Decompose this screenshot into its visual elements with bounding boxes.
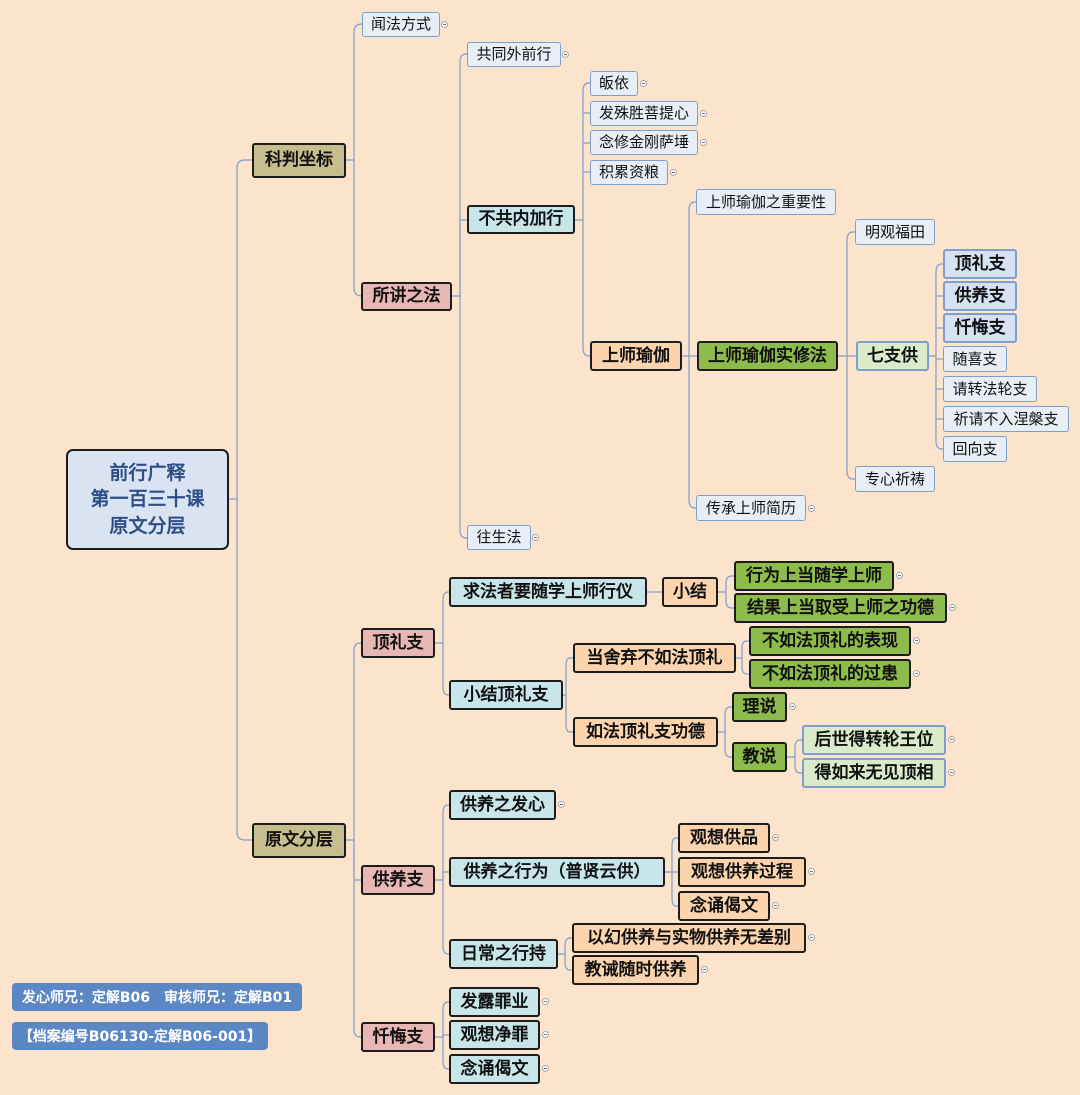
expand-icon[interactable]	[949, 604, 956, 611]
topic-rulai-dingxiang[interactable]: 得如来无见顶相	[802, 758, 946, 788]
expand-icon[interactable]	[542, 1065, 549, 1072]
central-topic[interactable]: 前行广释 第一百三十课 原文分层	[66, 449, 229, 550]
topic-lishuo[interactable]: 理说	[732, 692, 787, 722]
expand-icon[interactable]	[913, 670, 920, 677]
topic-suixi-zhi[interactable]: 随喜支	[943, 346, 1007, 372]
expand-icon[interactable]	[772, 834, 779, 841]
expand-icon[interactable]	[542, 1031, 549, 1038]
topic-dingli-zhi-a[interactable]: 顶礼支	[943, 249, 1017, 279]
central-topic-line1: 前行广释	[109, 461, 186, 484]
topic-jilei-ziliang[interactable]: 积累资粮	[590, 160, 668, 185]
topic-fa-shusheng-putixin[interactable]: 发殊胜菩提心	[590, 101, 698, 126]
expand-icon[interactable]	[948, 769, 955, 776]
central-topic-line2: 第一百三十课	[90, 488, 205, 511]
expand-icon[interactable]	[808, 934, 815, 941]
topic-nianxiu-jingang-saduo[interactable]: 念修金刚萨埵	[590, 130, 698, 155]
topic-gongyang-zhi-a[interactable]: 供养支	[943, 281, 1017, 311]
expand-icon[interactable]	[542, 998, 549, 1005]
topic-falu-zuiye[interactable]: 发露罪业	[449, 987, 540, 1017]
topic-qing-zhuan-falun-zhi[interactable]: 请转法轮支	[943, 376, 1037, 402]
topic-rufa-gongde[interactable]: 如法顶礼支功德	[573, 717, 718, 747]
expand-icon[interactable]	[532, 534, 539, 541]
topic-kepan-zuobiao[interactable]: 科判坐标	[252, 143, 346, 178]
expand-icon[interactable]	[701, 966, 708, 973]
expand-icon[interactable]	[789, 703, 796, 710]
topic-guanxiang-gongyang-guocheng[interactable]: 观想供养过程	[678, 857, 806, 887]
expand-icon[interactable]	[640, 80, 647, 87]
expand-icon[interactable]	[808, 868, 815, 875]
expand-icon[interactable]	[772, 902, 779, 909]
expand-icon[interactable]	[700, 110, 707, 117]
topic-chuancheng-shangshi-jianli[interactable]: 传承上师简历	[696, 495, 806, 521]
expand-icon[interactable]	[670, 169, 677, 176]
topic-richang-xingchi[interactable]: 日常之行持	[449, 939, 558, 969]
topic-wangsheng-fa[interactable]: 往生法	[467, 525, 531, 550]
expand-icon[interactable]	[441, 21, 448, 28]
topic-jiaojie-suishi-gongyang[interactable]: 教诫随时供养	[572, 955, 699, 985]
topic-huixiang-zhi[interactable]: 回向支	[943, 436, 1007, 462]
expand-icon[interactable]	[808, 505, 815, 512]
archive-note: 【档案编号B06130-定解B06-001】	[12, 1022, 268, 1050]
topic-guanxiang-gongpin[interactable]: 观想供品	[678, 823, 770, 853]
topic-bu-rufa-biaoxian[interactable]: 不如法顶礼的表现	[749, 626, 911, 656]
expand-icon[interactable]	[700, 139, 707, 146]
topic-housheng-zhuanlunwang[interactable]: 后世得转轮王位	[802, 725, 946, 755]
topic-gongyang-zhi[interactable]: 供养支	[361, 865, 435, 895]
topic-gongyang-xingwei[interactable]: 供养之行为（普贤云供）	[449, 857, 665, 887]
topic-shangshi-yujia[interactable]: 上师瑜伽	[590, 341, 682, 371]
topic-dingli-zhi[interactable]: 顶礼支	[361, 628, 435, 658]
topic-niansong-jiwen[interactable]: 念诵偈文	[449, 1054, 540, 1084]
expand-icon[interactable]	[558, 801, 565, 808]
topic-chanhui-zhi-a[interactable]: 忏悔支	[943, 313, 1017, 343]
topic-bugong-neijiaxing[interactable]: 不共内加行	[467, 205, 575, 234]
topic-niansong-jiwen-a[interactable]: 念诵偈文	[678, 891, 770, 921]
topic-yihuan-gongyang[interactable]: 以幻供养与实物供养无差别	[572, 923, 806, 953]
topic-qiufazhe-suixue[interactable]: 求法者要随学上师行仪	[449, 577, 647, 607]
topic-xingwei-suixue[interactable]: 行为上当随学上师	[734, 561, 894, 591]
topic-bu-rufa-guohuan[interactable]: 不如法顶礼的过患	[749, 659, 911, 689]
topic-qiqing-buru-niepan-zhi[interactable]: 祈请不入涅槃支	[943, 406, 1069, 432]
topic-dang-sheqi[interactable]: 当舍弃不如法顶礼	[573, 643, 736, 673]
topic-gongyang-faxin[interactable]: 供养之发心	[449, 790, 556, 820]
topic-qizhi-gong[interactable]: 七支供	[856, 341, 929, 371]
topic-chanhui-zhi[interactable]: 忏悔支	[361, 1022, 435, 1052]
topic-jiaoshuo[interactable]: 教说	[732, 742, 787, 772]
topic-xiaojie-dingli-zhi[interactable]: 小结顶礼支	[449, 680, 563, 710]
topic-shangshi-yujia-shixiufa[interactable]: 上师瑜伽实修法	[697, 341, 838, 371]
topic-wenfa-fangshi[interactable]: 闻法方式	[362, 12, 440, 37]
expand-icon[interactable]	[913, 637, 920, 644]
expand-icon[interactable]	[948, 736, 955, 743]
topic-suojiang-zhifa[interactable]: 所讲之法	[361, 282, 452, 311]
expand-icon[interactable]	[562, 51, 569, 58]
central-topic-line3: 原文分层	[109, 514, 186, 537]
topic-zhuanxin-qidao[interactable]: 专心祈祷	[855, 466, 935, 492]
topic-guanxiang-jingzui[interactable]: 观想净罪	[449, 1020, 540, 1050]
topic-mingguan-futian[interactable]: 明观福田	[855, 219, 935, 245]
topic-jieguo-qushou[interactable]: 结果上当取受上师之功德	[734, 593, 947, 623]
topic-xiaojie[interactable]: 小结	[662, 577, 718, 607]
topic-guiyi[interactable]: 皈依	[590, 71, 638, 96]
credits-note: 发心师兄：定解B06 审核师兄：定解B01	[12, 983, 302, 1011]
topic-yuanwen-fenceng[interactable]: 原文分层	[252, 823, 346, 858]
topic-shangshi-yujia-zhongyaoxing[interactable]: 上师瑜伽之重要性	[696, 189, 836, 215]
topic-gongtong-waiqianxing[interactable]: 共同外前行	[467, 42, 561, 67]
expand-icon[interactable]	[896, 572, 903, 579]
